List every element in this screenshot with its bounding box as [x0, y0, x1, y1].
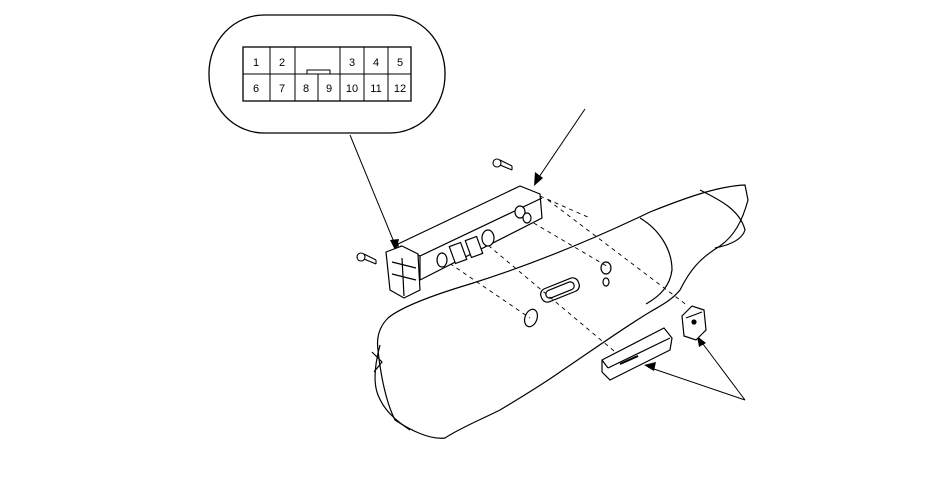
- pin-12: 12: [394, 83, 406, 95]
- knob-icon: [514, 205, 526, 219]
- pin-2: 2: [279, 57, 285, 69]
- pin-6: 6: [253, 83, 259, 95]
- connector-leader: [349, 134, 397, 248]
- knob-icon: [464, 235, 484, 259]
- pin-8: 8: [303, 83, 309, 95]
- arrowhead: [644, 362, 656, 371]
- knob-opening-inner: [545, 281, 575, 299]
- knob-leader-2: [699, 339, 746, 401]
- knob-opening: [602, 277, 610, 287]
- connector-callout: 1 2 3 4 5 6 7 8 9 10 11 12: [208, 14, 446, 134]
- pin-10: 10: [346, 83, 358, 95]
- pin-7: 7: [279, 83, 285, 95]
- pin-3: 3: [349, 57, 355, 69]
- screw-icon: [492, 158, 513, 171]
- arrowhead: [697, 336, 706, 347]
- switch-leader: [536, 108, 586, 181]
- arrowhead: [534, 172, 543, 186]
- knob-icon: [481, 229, 495, 247]
- pin-9: 9: [326, 83, 332, 95]
- knob-icon: [436, 252, 448, 268]
- knob-opening: [600, 261, 612, 275]
- connector-pinout-icon: 1 2 3 4 5 6 7 8 9 10 11 12: [242, 46, 412, 102]
- seat-side-trim-cover: [371, 184, 749, 439]
- power-seat-switch: [385, 185, 543, 299]
- pin-11: 11: [370, 83, 381, 95]
- pin-5: 5: [397, 57, 403, 69]
- knob-leader-1: [647, 366, 746, 401]
- switch-knobs: [601, 305, 707, 381]
- pin-4: 4: [373, 57, 379, 69]
- alignment-lines: [429, 195, 689, 357]
- knob-icon: [522, 212, 532, 224]
- pin-1: 1: [253, 57, 259, 69]
- knob-icon: [448, 241, 468, 265]
- mounting-screws: [356, 158, 513, 265]
- screw-icon: [356, 252, 377, 265]
- knob-opening: [523, 308, 539, 328]
